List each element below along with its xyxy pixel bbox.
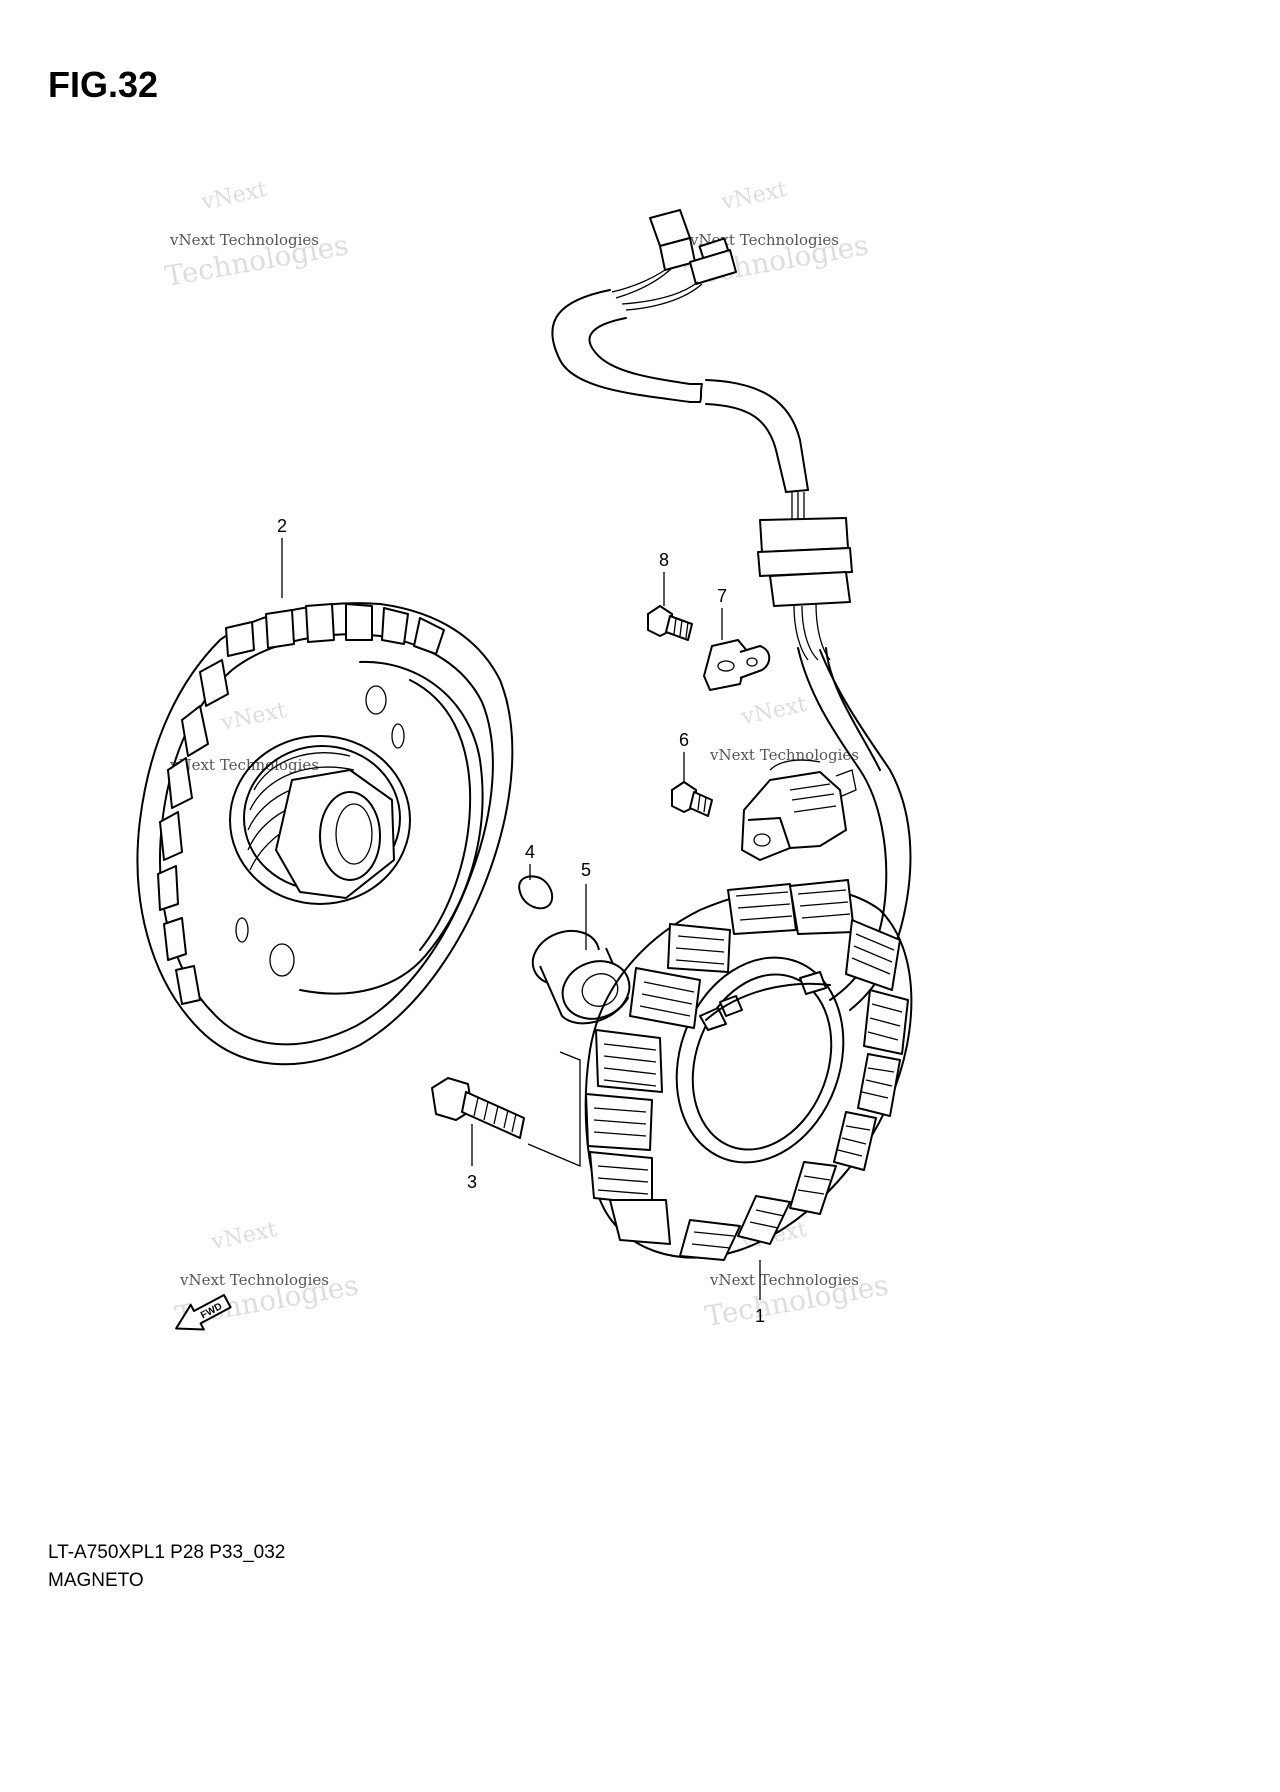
callout-3: 3 bbox=[467, 1172, 477, 1192]
pickup-coil bbox=[741, 759, 857, 861]
watermark-top: vNext bbox=[738, 692, 809, 730]
part-7-plate bbox=[703, 639, 771, 691]
watermark-top: vNext bbox=[218, 698, 289, 736]
watermark-top: vNext bbox=[198, 177, 269, 215]
section-title: MAGNETO bbox=[48, 1570, 144, 1591]
part-5-sleeve bbox=[531, 929, 631, 1025]
watermark-small: vNext Technologies bbox=[179, 1271, 329, 1289]
part-6-bolt bbox=[671, 781, 713, 817]
part-2-rotor bbox=[136, 602, 514, 1066]
watermark-small: vNext Technologies bbox=[169, 756, 319, 774]
part-1-stator bbox=[584, 879, 913, 1261]
watermark-group: vNext vNext Technologies Technologies vN… bbox=[163, 177, 891, 1333]
callout-leaders bbox=[281, 538, 761, 1300]
callout-6: 6 bbox=[679, 730, 689, 750]
watermark-small: vNext Technologies bbox=[709, 1271, 859, 1289]
watermark-top: vNext bbox=[208, 1217, 279, 1255]
figure-title: FIG.32 bbox=[48, 64, 159, 105]
callout-labels: 1 2 3 4 5 6 7 8 bbox=[277, 516, 765, 1326]
callout-7: 7 bbox=[717, 586, 727, 606]
watermark-top: vNext bbox=[718, 177, 789, 215]
watermark-4: vNext vNext Technologies bbox=[709, 692, 859, 764]
callout-1: 1 bbox=[755, 1306, 765, 1326]
callout-2: 2 bbox=[277, 516, 287, 536]
model-code: LT-A750XPL1 P28 P33_032 bbox=[48, 1542, 286, 1563]
callout-4: 4 bbox=[525, 842, 535, 862]
callout-8: 8 bbox=[659, 550, 669, 570]
watermark-1: vNext vNext Technologies Technologies bbox=[163, 177, 351, 293]
callout-5: 5 bbox=[581, 860, 591, 880]
part-4-key bbox=[518, 875, 554, 910]
part-8-bolt bbox=[647, 605, 693, 641]
watermark-small: vNext Technologies bbox=[709, 746, 859, 764]
part-3-bolt bbox=[431, 1077, 525, 1139]
watermark-small: vNext Technologies bbox=[169, 231, 319, 249]
